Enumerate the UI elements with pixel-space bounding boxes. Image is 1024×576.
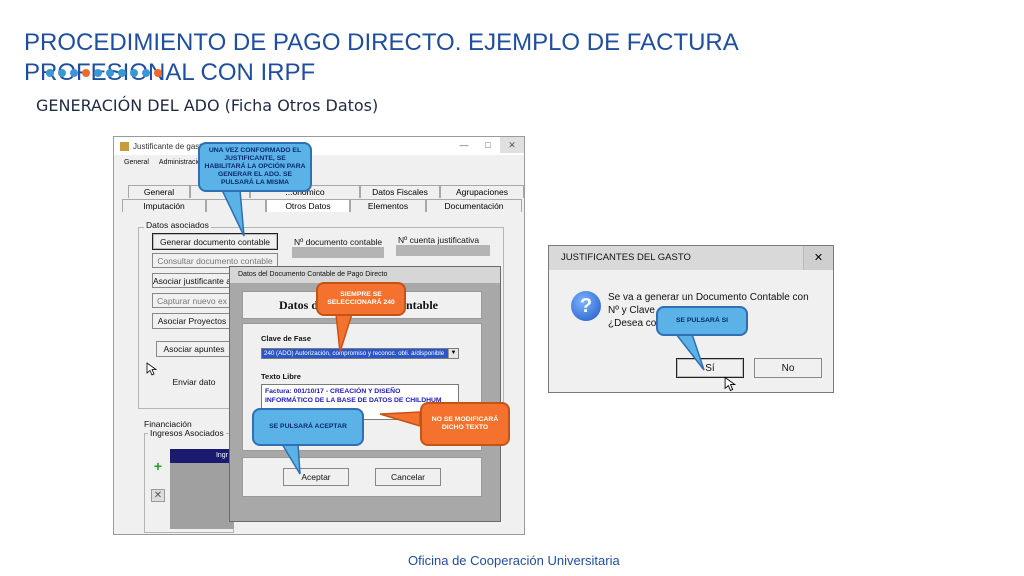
financiacion-label: Financiación	[144, 419, 192, 429]
callout-no-modificar-texto: NO SE MODIFICARÁ DICHO TEXTO	[420, 402, 510, 446]
decorative-dot	[94, 69, 102, 77]
decorative-dot	[58, 69, 66, 77]
generar-documento-button[interactable]: Generar documento contable	[152, 233, 278, 250]
add-icon[interactable]: +	[153, 458, 163, 474]
consultar-documento-button[interactable]: Consultar documento contable	[152, 253, 278, 268]
msgbox-line-3: ¿Desea cont	[608, 318, 665, 329]
clave-fase-value: 240 (ADO) Autorización, compromiso y rec…	[262, 349, 448, 358]
cancelar-button[interactable]: Cancelar	[375, 468, 441, 486]
capturar-nuevo-button[interactable]: Capturar nuevo ex	[152, 293, 232, 308]
callout-generar-ado: UNA VEZ CONFORMADO EL JUSTIFICANTE, SE H…	[198, 142, 312, 192]
asociar-proyectos-button[interactable]: Asociar Proyectos	[152, 313, 232, 329]
footer-text: Oficina de Cooperación Universitaria	[408, 553, 620, 568]
decorative-dot	[106, 69, 114, 77]
tab-documentacion[interactable]: Documentación	[426, 199, 522, 212]
chevron-down-icon[interactable]: ▼	[448, 349, 458, 358]
tabs-row-2: Imputación Otros Datos Elementos Documen…	[122, 199, 522, 212]
tab-blank-2[interactable]	[206, 199, 266, 212]
aceptar-button[interactable]: Aceptar	[283, 468, 349, 486]
msgbox-line-2: Nº y Clave	[608, 305, 655, 316]
datos-asociados-label: Datos asociados	[144, 220, 211, 230]
clave-fase-select[interactable]: 240 (ADO) Autorización, compromiso y rec…	[261, 348, 459, 359]
decorative-dots	[46, 69, 162, 77]
tab-imputacion[interactable]: Imputación	[122, 199, 206, 212]
ingresos-table-header: Ingr	[170, 449, 234, 463]
decorative-dot	[154, 69, 162, 77]
no-button[interactable]: No	[754, 358, 822, 378]
asociar-justificante-button[interactable]: Asociar justificante a	[152, 273, 232, 288]
dialog-buttons-panel: Aceptar Cancelar	[242, 457, 482, 497]
callout-seleccionar-240: SIEMPRE SE SELECCIONARÁ 240	[316, 282, 406, 316]
app-icon	[120, 141, 129, 151]
menu-general[interactable]: General	[124, 158, 149, 166]
msgbox-title: JUSTIFICANTES DEL GASTO	[549, 246, 833, 270]
slide-title: PROCEDIMIENTO DE PAGO DIRECTO. EJEMPLO D…	[24, 29, 738, 86]
tab-agrupaciones[interactable]: Agrupaciones	[440, 185, 524, 198]
msgbox-line-1: Se va a generar un Documento Contable co…	[608, 292, 809, 303]
ndoc-field	[292, 247, 384, 258]
asociar-apuntes-button[interactable]: Asociar apuntes	[156, 341, 232, 357]
decorative-dot	[130, 69, 138, 77]
decorative-dot	[118, 69, 126, 77]
ingresos-asociados-label: Ingresos Asociados	[148, 428, 226, 438]
window-title: Justificante de gasto	[133, 141, 206, 151]
remove-icon[interactable]: ✕	[151, 489, 165, 502]
ndoc-label: Nº documento contable	[294, 237, 383, 247]
ncuenta-field	[396, 245, 490, 256]
tab-elementos[interactable]: Elementos	[350, 199, 426, 212]
decorative-dot	[82, 69, 90, 77]
minimize-icon[interactable]: —	[459, 140, 469, 150]
callout-pulsar-si: SE PULSARÁ SI	[656, 306, 748, 336]
decorative-dot	[142, 69, 150, 77]
menu-administracion[interactable]: Administración	[158, 158, 205, 166]
texto-libre-line-2: INFORMÁTICO DE LA BASE DE DATOS DE CHILD…	[265, 397, 442, 404]
menubar: General Administración	[114, 155, 524, 169]
callout-pulsar-aceptar: SE PULSARÁ ACEPTAR	[252, 408, 364, 446]
decorative-dot	[70, 69, 78, 77]
cursor-icon	[146, 362, 158, 376]
clave-fase-label: Clave de Fase	[261, 334, 312, 343]
slide-subtitle: GENERACIÓN DEL ADO (Ficha Otros Datos)	[36, 96, 379, 115]
decorative-dot	[46, 69, 54, 77]
ingresos-table[interactable]: Ingr	[170, 449, 234, 529]
maximize-icon[interactable]: □	[485, 140, 491, 150]
window-controls: — □ ✕	[452, 137, 524, 153]
texto-libre-line-1: Factura: 001/10/17 - CREACIÓN Y DISEÑO	[265, 388, 401, 395]
enviar-datos-button[interactable]: Enviar dato	[172, 377, 216, 387]
texto-libre-label: Texto Libre	[261, 372, 301, 381]
question-icon: ?	[571, 291, 601, 321]
tab-otros-datos[interactable]: Otros Datos	[266, 199, 350, 212]
ncuenta-label: Nº cuenta justificativa	[398, 235, 480, 245]
tab-general[interactable]: General	[128, 185, 190, 198]
close-icon[interactable]: ✕	[500, 137, 524, 153]
cursor-icon	[724, 376, 737, 392]
msgbox-close-icon[interactable]: ✕	[803, 246, 833, 270]
tab-datos-fiscales[interactable]: Datos Fiscales	[360, 185, 440, 198]
si-button[interactable]: Sí	[676, 358, 744, 378]
dialog-title: Datos del Documento Contable de Pago Dir…	[230, 267, 500, 283]
tabs-row-1: General ...onómico Datos Fiscales Agrupa…	[128, 185, 524, 198]
